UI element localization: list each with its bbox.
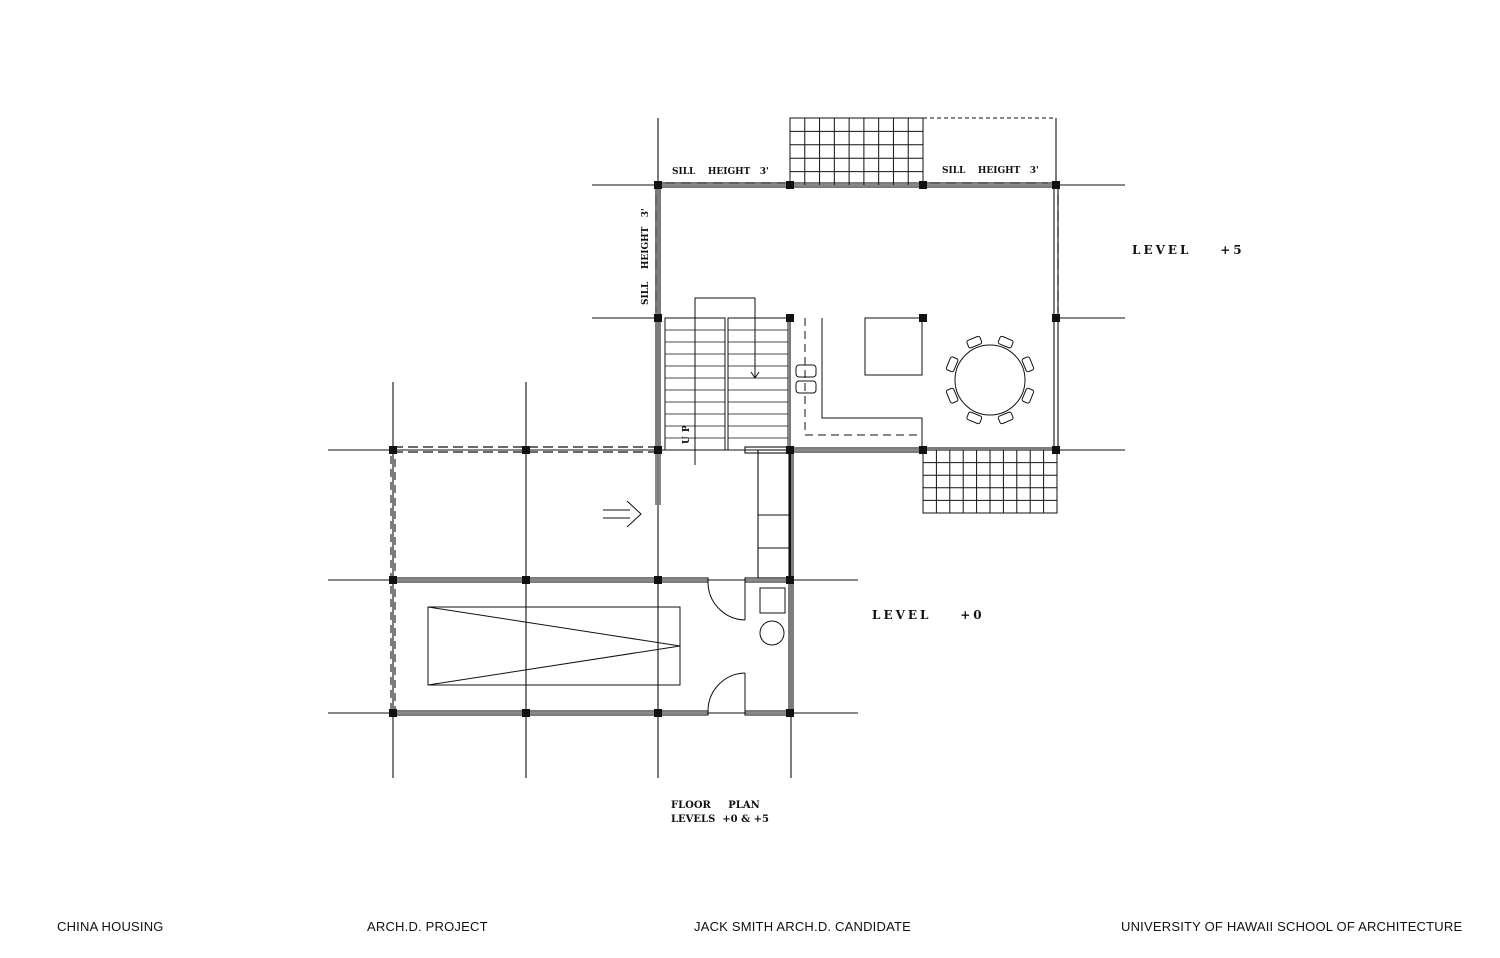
level-plus0-label: LEVEL +0 <box>872 608 985 622</box>
planter-bottom <box>922 449 1058 514</box>
kitchen-counter <box>795 318 923 448</box>
sill-height-label-top-right: SILL HEIGHT 3' <box>942 166 1039 176</box>
footer-author: JACK SMITH ARCH.D. CANDIDATE <box>694 919 911 934</box>
columns <box>389 181 1060 717</box>
stair-up-label: UP <box>682 421 692 444</box>
square-element <box>864 317 923 376</box>
plan-title-line1: FLOOR PLAN <box>671 800 760 811</box>
sill-height-label-top-left: SILL HEIGHT 3' <box>672 167 769 177</box>
toilet-fixture <box>759 620 785 646</box>
sill-height-label-vertical: SILL HEIGHT 3' <box>641 208 651 305</box>
pool <box>427 606 681 686</box>
window-marks <box>655 182 1059 312</box>
footer-project: CHINA HOUSING <box>57 919 164 934</box>
sink-fixture <box>759 587 786 614</box>
plan-title-line2: LEVELS +0 & +5 <box>671 814 769 825</box>
planter-top <box>789 117 924 186</box>
dining-table <box>945 335 1035 425</box>
footer-school: UNIVERSITY OF HAWAII SCHOOL OF ARCHITECT… <box>1121 919 1463 934</box>
entry-arrow-icon <box>603 500 642 528</box>
stair <box>664 297 789 465</box>
doors <box>707 581 746 712</box>
level-plus5-label: LEVEL +5 <box>1132 243 1245 257</box>
footer-type: ARCH.D. PROJECT <box>367 919 488 934</box>
